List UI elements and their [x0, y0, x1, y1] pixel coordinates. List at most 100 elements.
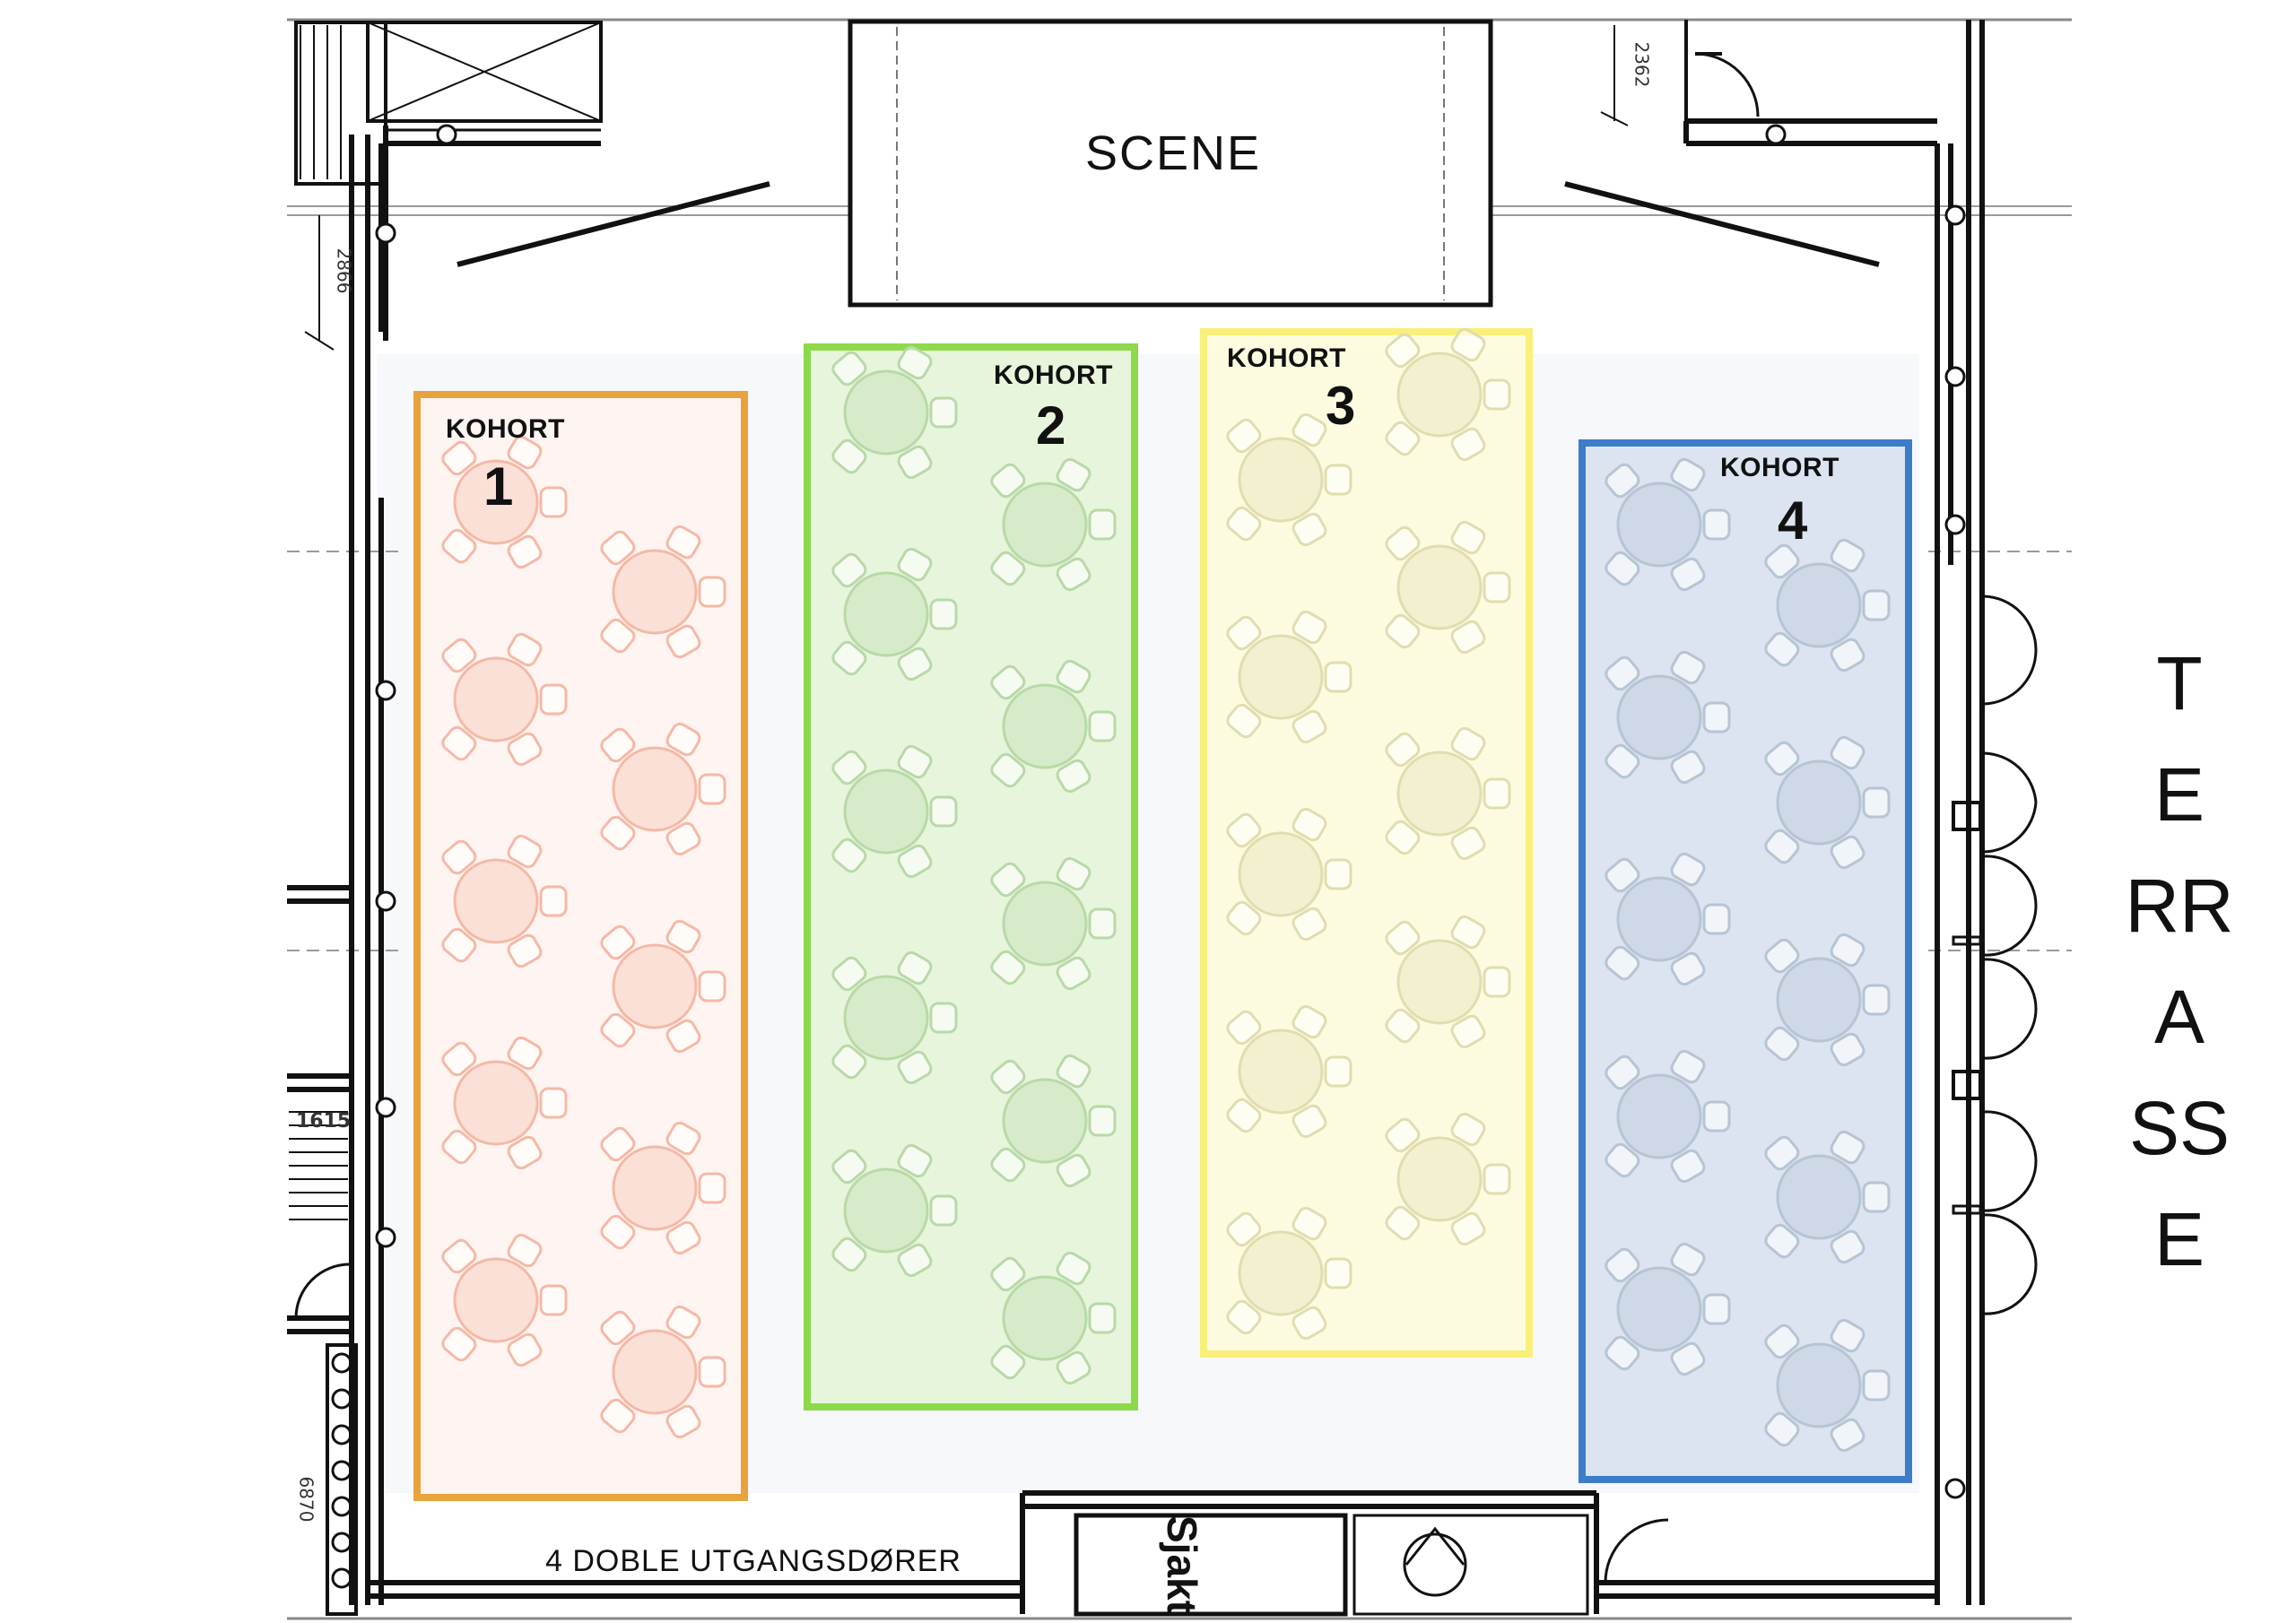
- chair-icon: [1056, 1054, 1091, 1089]
- chair-icon: [1670, 951, 1706, 986]
- chair-icon: [507, 933, 543, 968]
- kohort-1-title: KOHORT: [446, 414, 565, 444]
- chair-icon: [1605, 1142, 1640, 1178]
- table-top: [843, 975, 929, 1061]
- chair-icon: [441, 1129, 477, 1165]
- table-top: [1238, 831, 1324, 917]
- chair-icon: [507, 632, 543, 667]
- chair-icon: [1450, 520, 1486, 555]
- kohort-2-number: 2: [1036, 395, 1066, 456]
- chair-icon: [1324, 661, 1352, 693]
- chair-icon: [1450, 1112, 1486, 1147]
- chair-icon: [1830, 538, 1866, 573]
- dimension-2362: 2362: [1631, 41, 1653, 88]
- chair-icon: [1862, 589, 1891, 621]
- chair-icon: [600, 1126, 636, 1162]
- chair-icon: [600, 618, 636, 654]
- chair-icon: [600, 1310, 636, 1346]
- round-table-icon: [1764, 1318, 1891, 1453]
- chair-icon: [1324, 1055, 1352, 1088]
- round-table-icon: [990, 659, 1117, 794]
- table-top: [843, 768, 929, 855]
- chair-icon: [831, 1149, 867, 1185]
- chair-icon: [1056, 1251, 1091, 1286]
- chair-icon: [897, 844, 933, 879]
- chair-icon: [507, 1036, 543, 1071]
- table-top: [1616, 482, 1702, 568]
- chair-icon: [539, 683, 568, 716]
- chair-icon: [600, 530, 636, 566]
- chair-icon: [1385, 421, 1421, 456]
- chair-icon: [929, 1002, 958, 1034]
- chair-icon: [897, 345, 933, 380]
- round-table-icon: [1226, 807, 1352, 942]
- chair-icon: [1385, 1008, 1421, 1044]
- exit-doors-label: 4 DOBLE UTGANGSDØRER: [545, 1544, 961, 1578]
- table-top: [1616, 674, 1702, 760]
- left-ventilation-stack: [326, 1343, 358, 1616]
- chair-icon: [441, 839, 477, 875]
- chair-icon: [1088, 508, 1117, 541]
- chair-icon: [929, 1194, 958, 1227]
- table-top: [843, 369, 929, 456]
- round-table-icon: [1385, 726, 1511, 861]
- chair-icon: [1764, 1411, 1800, 1447]
- chair-icon: [600, 815, 636, 851]
- terrace-line: E: [2153, 752, 2205, 837]
- chair-icon: [1605, 1055, 1640, 1090]
- chair-icon: [1056, 557, 1091, 592]
- chair-icon: [897, 1243, 933, 1278]
- chair-icon: [831, 438, 867, 474]
- round-table-icon: [1605, 457, 1731, 592]
- chair-icon: [990, 463, 1026, 499]
- chair-icon: [897, 1050, 933, 1085]
- chair-icon: [1670, 1049, 1706, 1084]
- table-top: [453, 459, 539, 545]
- round-table-icon: [1764, 538, 1891, 673]
- chair-icon: [665, 919, 701, 954]
- round-table-icon: [831, 547, 958, 681]
- chair-icon: [1450, 915, 1486, 950]
- round-table-icon: [1226, 610, 1352, 744]
- chair-icon: [897, 647, 933, 681]
- round-table-icon: [1764, 735, 1891, 870]
- chair-icon: [539, 486, 568, 518]
- round-table-icon: [441, 1233, 568, 1367]
- chair-icon: [1450, 1211, 1486, 1246]
- chair-icon: [897, 744, 933, 779]
- table-top: [1238, 437, 1324, 523]
- chair-icon: [539, 1087, 568, 1119]
- walls: [287, 18, 2072, 1620]
- chair-icon: [1056, 856, 1091, 891]
- chair-icon: [831, 956, 867, 992]
- table-top: [1396, 544, 1483, 630]
- round-table-icon: [1385, 520, 1511, 655]
- chair-icon: [665, 821, 701, 856]
- chair-icon: [1670, 1242, 1706, 1277]
- chair-icon: [665, 722, 701, 757]
- chair-icon: [441, 927, 477, 963]
- chair-icon: [1830, 835, 1866, 870]
- table-top: [612, 1145, 698, 1231]
- chair-icon: [990, 1256, 1026, 1292]
- chair-icon: [1764, 543, 1800, 579]
- chair-icon: [1862, 984, 1891, 1016]
- chair-icon: [1292, 709, 1327, 744]
- chair-icon: [1385, 920, 1421, 956]
- chair-icon: [1605, 743, 1640, 779]
- stage: [848, 19, 1493, 308]
- round-table-icon: [1385, 327, 1511, 462]
- shaft-label: Sjakt: [1159, 1515, 1205, 1614]
- chair-icon: [990, 1059, 1026, 1095]
- chair-icon: [1670, 750, 1706, 785]
- chair-icon: [600, 1214, 636, 1250]
- dimension-6870: 6870: [295, 1476, 317, 1523]
- chair-icon: [1702, 1100, 1731, 1133]
- chair-icon: [1830, 1229, 1866, 1264]
- round-table-icon: [600, 919, 726, 1054]
- chair-icon: [1670, 1341, 1706, 1376]
- chair-icon: [698, 773, 726, 805]
- chair-icon: [1226, 1211, 1262, 1247]
- chair-icon: [441, 1238, 477, 1274]
